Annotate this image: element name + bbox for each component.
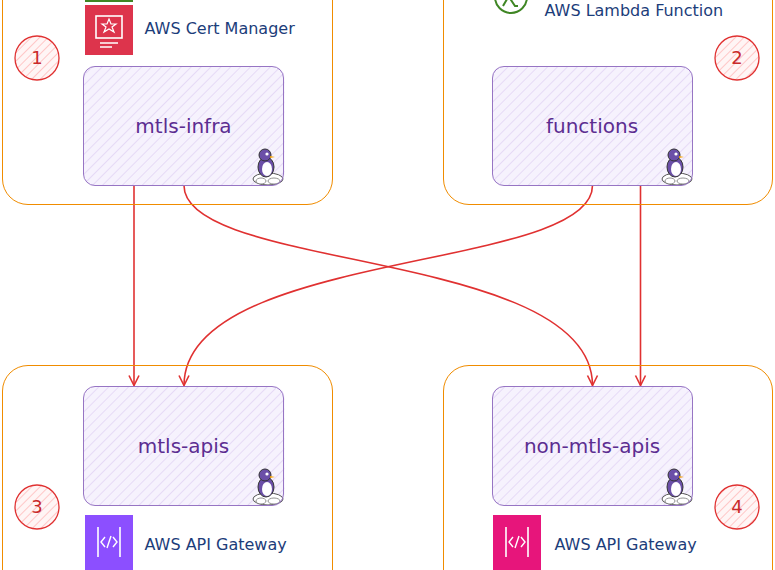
dependency-arrow: [640, 186, 642, 386]
service-label: AWS API Gateway: [145, 535, 287, 554]
callout-holder: 1: [31, 47, 42, 69]
dependency-arrow: [184, 186, 593, 386]
callout-holder: 2: [731, 47, 742, 69]
callout-number: 4: [731, 496, 742, 517]
service-group: AWS API Gateway mtls-apis: [2, 365, 333, 570]
service-label-holder: AWS API Gateway: [145, 535, 287, 554]
callout-holder: 4: [731, 496, 742, 518]
service-group: AWS Lambda Function functions: [443, 0, 773, 205]
service-group: AWS Cert Manager mtls-infra: [2, 0, 333, 205]
box-title: mtls-infra: [135, 114, 231, 138]
box-title: mtls-apis: [138, 434, 229, 458]
service-label: AWS API Gateway: [555, 535, 697, 554]
stack-box: non-mtls-apis: [492, 386, 693, 506]
service-label-holder: AWS Lambda Function: [545, 1, 724, 20]
box-title: non-mtls-apis: [524, 434, 660, 458]
stack-box: mtls-infra: [83, 66, 284, 186]
callout-holder: 3: [31, 496, 42, 518]
service-group: AWS API Gateway non-mtls-apis: [443, 365, 773, 570]
service-label: AWS Cert Manager: [145, 19, 295, 38]
box-title: functions: [546, 114, 638, 138]
stack-box: mtls-apis: [83, 386, 284, 506]
service-label-holder: AWS Cert Manager: [145, 19, 295, 38]
service-label: AWS Lambda Function: [545, 1, 724, 20]
dependency-arrow: [133, 186, 135, 386]
callout-number: 1: [31, 47, 42, 68]
dependency-arrow: [184, 186, 593, 386]
service-label-holder: AWS API Gateway: [555, 535, 697, 554]
callout-number: 3: [31, 496, 42, 517]
callout-number: 2: [731, 47, 742, 68]
stack-box: functions: [492, 66, 693, 186]
